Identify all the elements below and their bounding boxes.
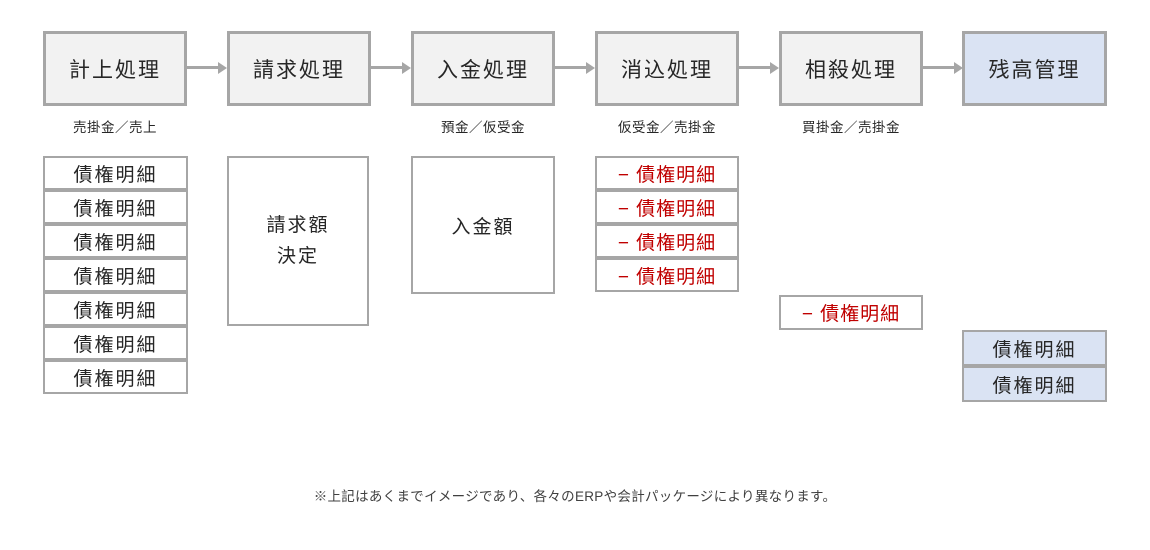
- receivable-detail-box: 債権明細: [43, 224, 188, 258]
- step-box-recording: 計上処理: [43, 31, 187, 106]
- cleared-detail-box: − 債権明細: [595, 224, 739, 258]
- cleared-detail-box: − 債権明細: [595, 156, 739, 190]
- step-label-clearing: 消込処理: [621, 58, 713, 82]
- step-box-offset: 相殺処理: [779, 31, 923, 106]
- billing-amount-box: 請求額 決定: [227, 156, 369, 326]
- step-label-offset: 相殺処理: [805, 58, 897, 82]
- deposit-amount-box: 入金額: [411, 156, 555, 294]
- step-box-clearing: 消込処理: [595, 31, 739, 106]
- arrow-right-icon: [923, 66, 954, 69]
- arrow-right-icon: [371, 66, 402, 69]
- receivable-detail-box: 債権明細: [43, 292, 188, 326]
- arrow-right-icon: [739, 66, 770, 69]
- step-label-billing: 請求処理: [253, 58, 345, 82]
- step-label-recording: 計上処理: [69, 58, 161, 82]
- offset-detail-box: − 債権明細: [779, 295, 923, 330]
- account-label-offset: 買掛金／売掛金: [802, 120, 900, 135]
- receivable-detail-box: 債権明細: [43, 156, 188, 190]
- billing-amount-line1: 請求額: [266, 214, 330, 236]
- account-label-clearing: 仮受金／売掛金: [618, 120, 716, 135]
- account-label-recording: 売掛金／売上: [73, 120, 157, 135]
- arrow-right-icon: [187, 66, 218, 69]
- receivable-detail-box: 債権明細: [43, 360, 188, 394]
- step-label-balance: 残高管理: [988, 58, 1081, 82]
- cleared-detail-box: − 債権明細: [595, 258, 739, 292]
- balance-detail-box: 債権明細: [962, 330, 1107, 366]
- receivable-detail-box: 債権明細: [43, 326, 188, 360]
- disclaimer-note: ※上記はあくまでイメージであり、各々のERPや会計パッケージにより異なります。: [313, 489, 837, 504]
- billing-amount-line2: 決定: [276, 246, 319, 267]
- arrow-right-icon: [555, 66, 586, 69]
- receivable-detail-box: 債権明細: [43, 258, 188, 292]
- step-box-deposit: 入金処理: [411, 31, 555, 106]
- step-label-deposit: 入金処理: [437, 58, 529, 82]
- step-box-balance: 残高管理: [962, 31, 1107, 106]
- step-box-billing: 請求処理: [227, 31, 371, 106]
- cleared-detail-box: − 債権明細: [595, 190, 739, 224]
- balance-detail-box: 債権明細: [962, 366, 1107, 402]
- receivable-detail-box: 債権明細: [43, 190, 188, 224]
- account-label-deposit: 預金／仮受金: [441, 120, 525, 135]
